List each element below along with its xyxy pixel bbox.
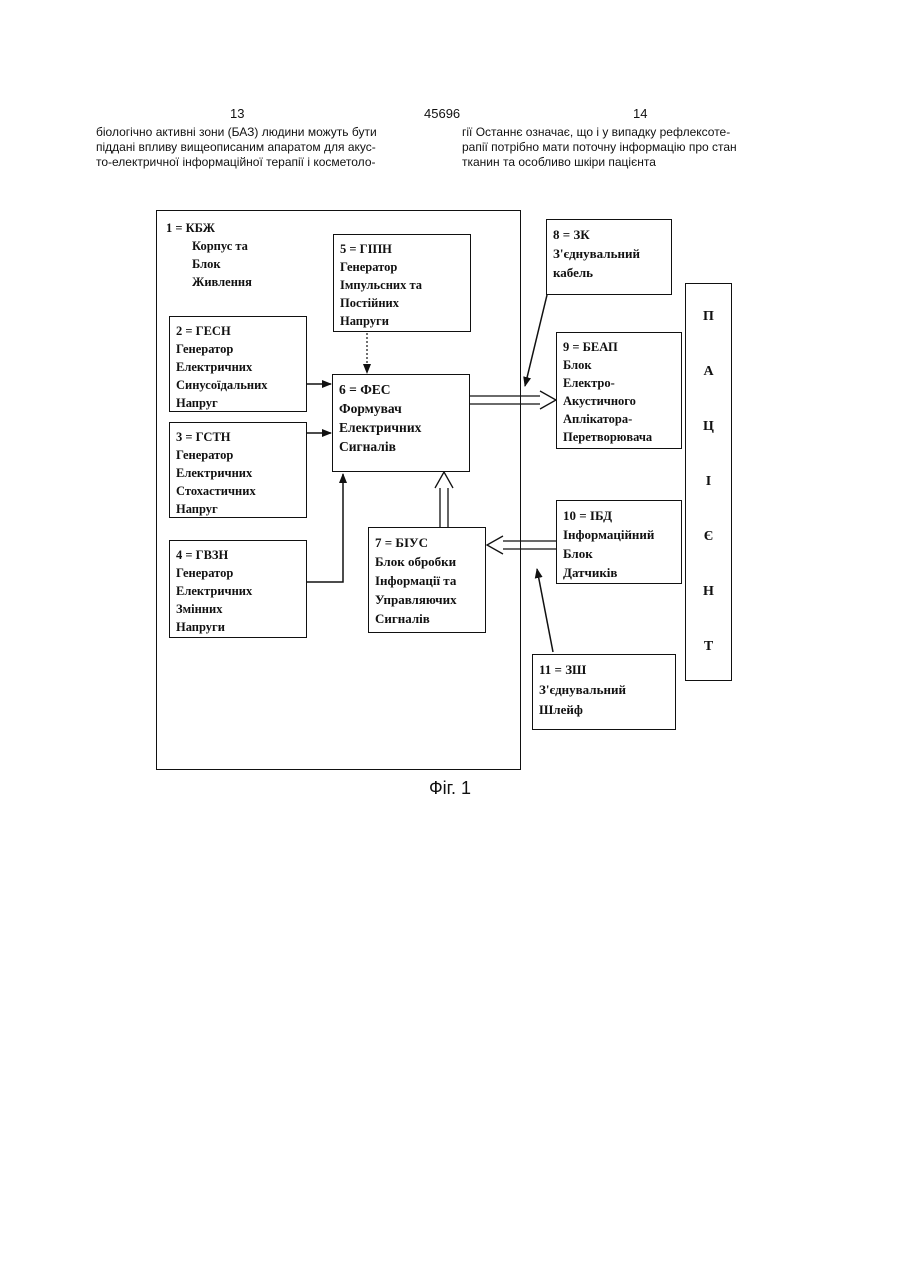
- block-label: Акустичного: [563, 392, 675, 410]
- figure-caption: Фіг. 1: [0, 778, 900, 799]
- block-label: Генератор: [176, 340, 300, 358]
- block-label: Інформаційний: [563, 525, 675, 544]
- patient-letter: Є: [686, 529, 731, 545]
- block-label: Генератор: [176, 564, 300, 582]
- block-label: Живлення: [166, 273, 274, 291]
- arrow-8-to-9: [525, 295, 547, 386]
- block-label: Сигналів: [339, 437, 463, 456]
- block-label: Електричних: [176, 358, 300, 376]
- block-label: Електричних: [176, 464, 300, 482]
- block-label: Генератор: [176, 446, 300, 464]
- block-label: Блок: [563, 356, 675, 374]
- block-label: Напруги: [176, 618, 300, 636]
- block-label: Імпульсних та: [340, 276, 464, 294]
- block-label: Управляючих: [375, 590, 479, 609]
- block-2-gesn: 2 = ГЕСН Генератор Електричних Синусоїда…: [169, 316, 307, 412]
- block-label: 11 = ЗШ: [539, 660, 669, 680]
- block-label: Аплікатора-: [563, 410, 675, 428]
- block-label: Корпус та: [166, 237, 274, 255]
- patient-letter: Т: [686, 639, 731, 655]
- block-8-zk: 8 = ЗК З'єднувальний кабель: [546, 219, 672, 295]
- block-label: Блок обробки: [375, 552, 479, 571]
- block-label: Напруг: [176, 500, 300, 518]
- block-label: Напруг: [176, 394, 300, 412]
- block-label: 10 = ІБД: [563, 506, 675, 525]
- block-label: Блок: [166, 255, 274, 273]
- block-label: 1 = КБЖ: [166, 219, 274, 237]
- block-label: 3 = ГСТН: [176, 428, 300, 446]
- block-label: З'єднувальний: [539, 680, 669, 700]
- block-label: Синусоїдальних: [176, 376, 300, 394]
- block-label: Шлейф: [539, 700, 669, 720]
- block-label: Електричних: [176, 582, 300, 600]
- patient-letter: Ц: [686, 419, 731, 435]
- block-label: Змінних: [176, 600, 300, 618]
- block-6-fes: 6 = ФЕС Формувач Електричних Сигналів: [332, 374, 470, 472]
- block-label: Електричних: [339, 418, 463, 437]
- block-10-ibd: 10 = ІБД Інформаційний Блок Датчиків: [556, 500, 682, 584]
- block-label: 2 = ГЕСН: [176, 322, 300, 340]
- block-label: 4 = ГВЗН: [176, 546, 300, 564]
- block-label: Генератор: [340, 258, 464, 276]
- block-label: Напруги: [340, 312, 464, 330]
- patient-letter: І: [686, 474, 731, 490]
- block-11-zsh: 11 = ЗШ З'єднувальний Шлейф: [532, 654, 676, 730]
- block-label: Формувач: [339, 399, 463, 418]
- block-label: Датчиків: [563, 563, 675, 582]
- patient-letter: П: [686, 309, 731, 325]
- arrow-11-to-10: [537, 569, 553, 652]
- double-arrow-10-to-7: [487, 536, 556, 554]
- patient-column: П А Ц І Є Н Т: [685, 283, 732, 681]
- double-arrow-7-to-6: [435, 472, 453, 527]
- block-label: Інформації та: [375, 571, 479, 590]
- block-label: Сигналів: [375, 609, 479, 628]
- double-arrow-6-to-9: [470, 391, 556, 409]
- block-label: кабель: [553, 263, 665, 282]
- block-3-gstn: 3 = ГСТН Генератор Електричних Стохастич…: [169, 422, 307, 518]
- block-4-gvzn: 4 = ГВЗН Генератор Електричних Змінних Н…: [169, 540, 307, 638]
- block-label: 6 = ФЕС: [339, 380, 463, 399]
- arrow-4-to-6: [306, 474, 343, 582]
- block-5-gipn: 5 = ГІПН Генератор Імпульсних та Постійн…: [333, 234, 471, 332]
- block-label: З'єднувальний: [553, 244, 665, 263]
- block-label: 9 = БЕАП: [563, 338, 675, 356]
- block-label: Стохастичних: [176, 482, 300, 500]
- block-label: 8 = ЗК: [553, 225, 665, 244]
- block-7-bius: 7 = БІУС Блок обробки Інформації та Упра…: [368, 527, 486, 633]
- block-9-beap: 9 = БЕАП Блок Електро- Акустичного Аплік…: [556, 332, 682, 449]
- patient-letter: А: [686, 364, 731, 380]
- block-label: Електро-: [563, 374, 675, 392]
- block-label: Блок: [563, 544, 675, 563]
- patient-letter: Н: [686, 584, 731, 600]
- block-1-kbzh: 1 = КБЖ Корпус та Блок Живлення: [160, 214, 280, 298]
- block-label: Постійних: [340, 294, 464, 312]
- block-label: Перетворювача: [563, 428, 675, 446]
- block-label: 5 = ГІПН: [340, 240, 464, 258]
- block-label: 7 = БІУС: [375, 533, 479, 552]
